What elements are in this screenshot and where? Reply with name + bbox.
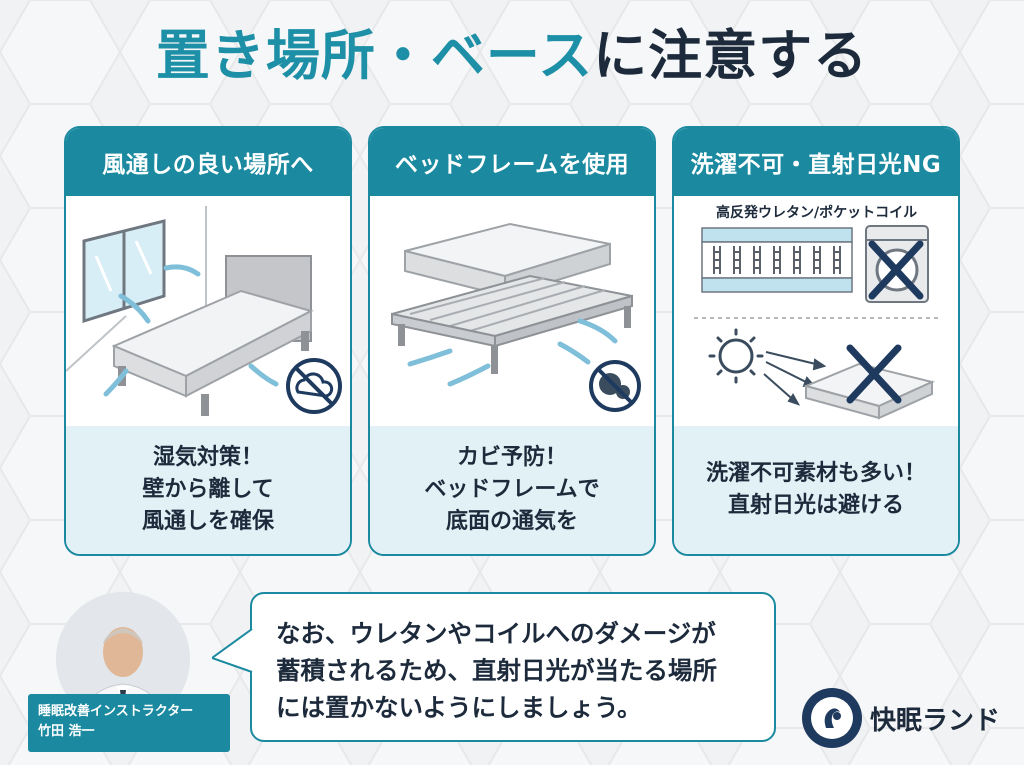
bubble-tail <box>212 628 254 673</box>
material-label: 高反発ウレタン/ポケットコイル <box>716 205 918 221</box>
mold-prohibited-icon <box>589 360 641 412</box>
card-header: 洗濯不可・直射日光NG <box>674 128 958 196</box>
mattress-layers-icon <box>701 227 853 293</box>
brand-logo <box>802 688 862 748</box>
card-footer: 洗濯不可素材も多い！ 直射日光は避ける <box>674 426 958 554</box>
card-footer: 湿気対策！ 壁から離して 風通しを確保 <box>66 426 350 554</box>
bed-icon <box>111 255 314 416</box>
instructor-name: 竹田 浩一 <box>38 723 95 739</box>
card-header: 風通しの良い場所へ <box>66 128 350 196</box>
bed-frame-icon <box>391 274 633 374</box>
card-bed-frame: ベッドフレームを使用 <box>368 126 656 556</box>
window-icon <box>82 219 166 324</box>
cross-mark-icon <box>846 344 902 404</box>
sun-icon <box>708 328 764 384</box>
card-no-wash-no-sun: 洗濯不可・直射日光NG 高反発ウレタン/ポケットコイル <box>672 126 960 556</box>
instructor-label: 睡眠改善インストラクター 竹田 浩一 <box>28 694 230 752</box>
airflow-arrow-icon <box>407 318 618 387</box>
card-header: ベッドフレームを使用 <box>370 128 654 196</box>
brand-name: 快眠ランド <box>870 706 1001 736</box>
mattress-icon <box>802 362 936 420</box>
bedroom-illustration <box>66 206 342 416</box>
instructor-role: 睡眠改善インストラクター <box>38 704 194 719</box>
card-ventilation: 風通しの良い場所へ <box>64 126 352 556</box>
sunlight-arrow-icon <box>763 351 827 406</box>
no-humidity-icon <box>286 358 342 414</box>
page-title: 置き場所・ベースに注意する <box>155 24 869 87</box>
card-illustration: 高反発ウレタン/ポケットコイル <box>674 196 958 428</box>
care-illustration <box>694 225 938 420</box>
bed-frame-illustration <box>391 222 641 412</box>
card-footer: カビ予防！ ベッドフレームで 底面の通気を <box>370 426 654 554</box>
card-illustration <box>370 196 654 428</box>
card-illustration <box>66 196 350 428</box>
cross-mark-icon <box>868 240 924 300</box>
airflow-arrow-icon <box>103 264 279 397</box>
speech-bubble: なお、ウレタンやコイルへのダメージが 蓄積されるため、直射日光が当たる場所 には… <box>250 592 776 742</box>
